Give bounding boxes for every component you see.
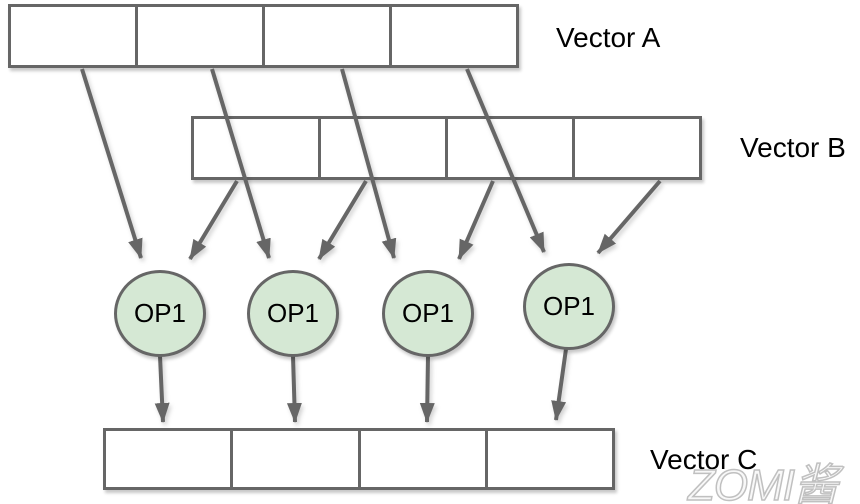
arrow-b2-to-op2	[317, 179, 368, 261]
vector-b-cell	[318, 119, 445, 177]
vector-c-cell	[484, 431, 612, 487]
vector-a-cell	[389, 7, 516, 65]
op-node-2: OP1	[247, 270, 339, 357]
arrow-b3-to-op3	[457, 180, 495, 260]
op-node-label: OP1	[401, 298, 455, 328]
vector-b-box	[191, 116, 702, 180]
vector-c-box	[103, 428, 615, 490]
zomi-watermark: ZOMI酱	[687, 460, 838, 504]
arrow-a2-to-op2	[210, 68, 271, 259]
op-node-label: OP1	[542, 291, 596, 321]
op-node-1: OP1	[114, 270, 206, 357]
vector-b-label: Vector B	[740, 132, 846, 163]
arrow-op2-to-c2	[286, 355, 302, 423]
vector-c-label: Vector C	[650, 444, 758, 475]
vector-a-label: Vector A	[556, 22, 661, 53]
vector-a-cell	[262, 7, 389, 65]
vector-a-box	[8, 4, 519, 68]
arrow-op4-to-c4	[551, 348, 568, 421]
op-node-label: OP1	[133, 298, 187, 328]
op-node-4: OP1	[523, 263, 615, 350]
vector-a-cell	[135, 7, 262, 65]
op-node-3: OP1	[382, 270, 474, 357]
vector-b-cell	[445, 119, 572, 177]
op-node-label: OP1	[266, 298, 320, 328]
vector-c-cell	[230, 431, 357, 487]
arrow-op3-to-c3	[419, 355, 435, 423]
arrow-op1-to-c1	[154, 355, 170, 423]
arrow-a4-to-op4	[465, 68, 546, 253]
vector-b-cell	[572, 119, 699, 177]
arrow-b1-to-op1	[188, 179, 239, 261]
arrow-b4-to-op4	[596, 179, 662, 255]
arrow-a1-to-op1	[80, 68, 143, 259]
vector-c-cell	[357, 431, 485, 487]
arrow-a3-to-op3	[340, 68, 397, 259]
